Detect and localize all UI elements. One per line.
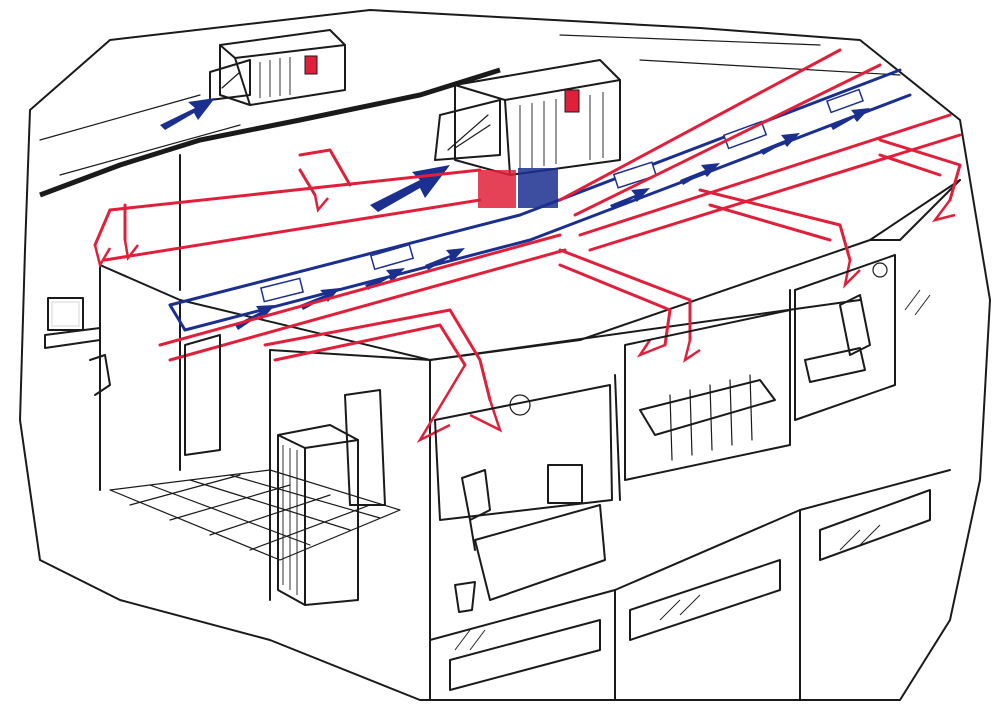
office-desk (434, 384, 613, 613)
office-right (794, 254, 896, 421)
control-panel-mark (564, 89, 580, 113)
building-outline (19, 9, 991, 701)
office-left (44, 297, 111, 396)
roof-parapet-line (39, 67, 501, 198)
return-plenum (518, 168, 558, 208)
rooftop-unit-secondary (160, 29, 346, 130)
wall-clock-icon (872, 262, 888, 278)
monitor-icon (547, 464, 583, 504)
supply-air-ducts (93, 48, 962, 444)
rooftop-unit-main (370, 59, 621, 212)
door-icon (344, 389, 386, 506)
intake-arrow-icon (370, 165, 450, 212)
chair-icon (89, 354, 111, 396)
monitor-icon (47, 297, 84, 331)
chair-icon (461, 469, 491, 551)
floor-tiles (109, 469, 401, 561)
roof-hatching (39, 34, 901, 176)
chair-icon (839, 294, 871, 356)
wall-clock-icon (509, 394, 531, 416)
supply-plenum (478, 170, 516, 208)
conference-room (624, 309, 791, 481)
hallway-doors (184, 334, 386, 506)
desk-icon (44, 327, 101, 349)
desk-icon (474, 504, 606, 601)
wastebasket-icon (454, 581, 476, 613)
lower-facade (429, 469, 951, 701)
exhaust-arrow-icon (160, 98, 215, 130)
door-icon (184, 334, 221, 456)
supply-arrow-icons (93, 194, 956, 444)
table-icon (639, 379, 776, 436)
control-panel-mark (304, 55, 318, 75)
return-grille-icons (259, 88, 864, 303)
indoor-cabinet-unit (277, 424, 359, 606)
chair-icon (669, 374, 753, 461)
desk-icon (804, 347, 866, 383)
window-reflections (454, 289, 931, 651)
